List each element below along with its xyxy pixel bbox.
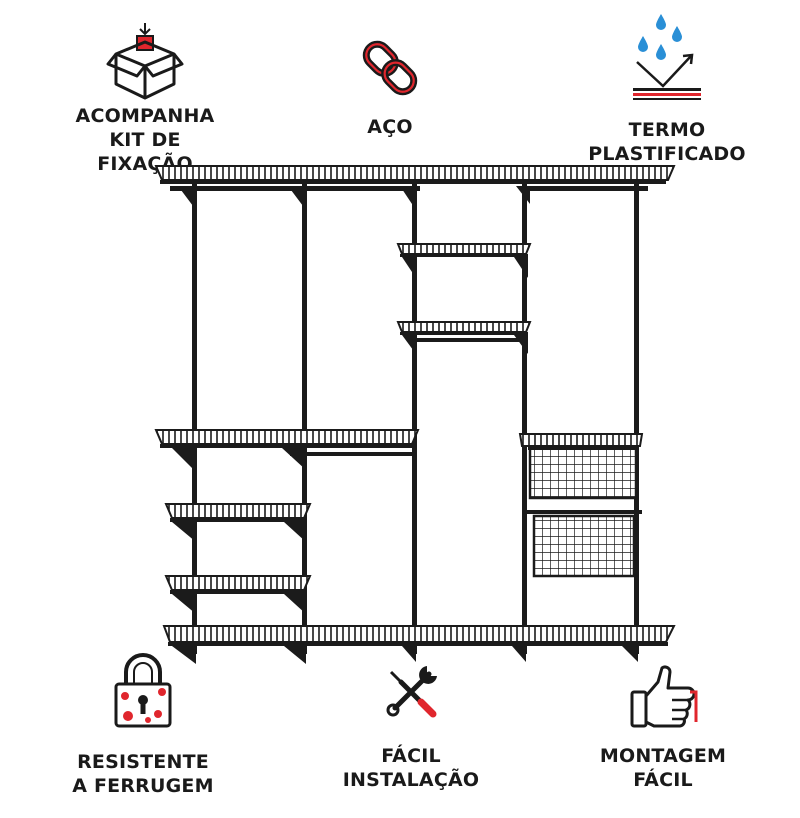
water-resistant-icon bbox=[633, 14, 701, 100]
feature-kit: ACOMPANHA KIT DE FIXAÇÃO bbox=[60, 20, 230, 176]
box-icon bbox=[106, 23, 184, 100]
feature-kit-label: ACOMPANHA KIT DE FIXAÇÃO bbox=[75, 105, 215, 175]
feature-instalacao: FÁCIL INSTALAÇÃO bbox=[336, 662, 486, 792]
tools-icon bbox=[386, 666, 437, 718]
feature-aco-label: AÇO bbox=[367, 116, 413, 138]
feature-termo: TERMO PLASTIFICADO bbox=[582, 12, 752, 166]
feature-montagem: MONTAGEM FÁCIL bbox=[578, 662, 748, 792]
feature-aco: AÇO bbox=[330, 35, 450, 139]
feature-ferrugem: RESISTENTE A FERRUGEM bbox=[58, 652, 228, 798]
chain-link-icon bbox=[362, 40, 418, 96]
padlock-icon bbox=[114, 653, 172, 728]
feature-termo-label: TERMO PLASTIFICADO bbox=[588, 119, 746, 165]
feature-instalacao-label: FÁCIL INSTALAÇÃO bbox=[342, 745, 480, 791]
thumbs-up-icon bbox=[630, 665, 698, 728]
feature-ferrugem-label: RESISTENTE A FERRUGEM bbox=[72, 751, 214, 797]
feature-montagem-label: MONTAGEM FÁCIL bbox=[599, 745, 727, 791]
closet-shelving-image bbox=[154, 165, 676, 664]
